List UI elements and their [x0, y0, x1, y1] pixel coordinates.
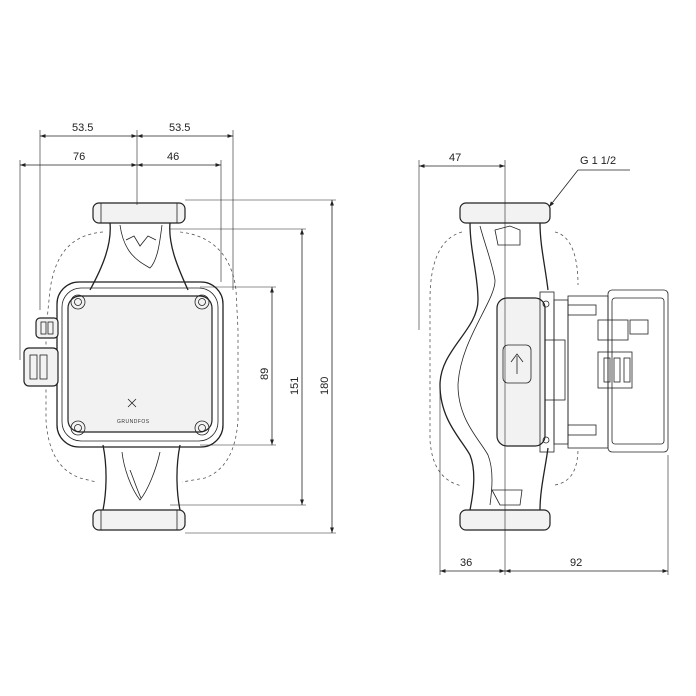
bottom-flange [92, 509, 186, 531]
brand-logo-icon [127, 398, 137, 408]
upper-neck [89, 222, 189, 291]
dim-53-5-left: 53.5 [72, 122, 93, 134]
side-dimensions: 47 G 1 1/2 36 92 [418, 152, 669, 575]
dim-46: 46 [167, 151, 179, 163]
side-motor [496, 289, 669, 453]
control-box: GRUNDFOS [56, 281, 224, 448]
front-dimensions: 53.5 53.5 76 46 89 151 180 [19, 122, 336, 534]
dim-151: 151 [289, 377, 301, 395]
side-envelope-dashed [429, 231, 579, 487]
dim-76: 76 [73, 151, 85, 163]
dim-89: 89 [259, 368, 271, 380]
dim-92: 92 [570, 557, 582, 569]
side-view [429, 202, 669, 531]
side-body [439, 222, 549, 511]
brand-label: GRUNDFOS [117, 419, 150, 425]
dim-36: 36 [460, 557, 472, 569]
lower-neck [102, 444, 181, 511]
dim-47: 47 [449, 152, 461, 164]
front-view: GRUNDFOS [23, 202, 239, 531]
thread-label: G 1 1/2 [580, 155, 616, 167]
dim-53-5-right: 53.5 [169, 122, 190, 134]
dim-180: 180 [319, 377, 331, 395]
side-connectors [23, 317, 59, 387]
top-flange [92, 202, 186, 224]
